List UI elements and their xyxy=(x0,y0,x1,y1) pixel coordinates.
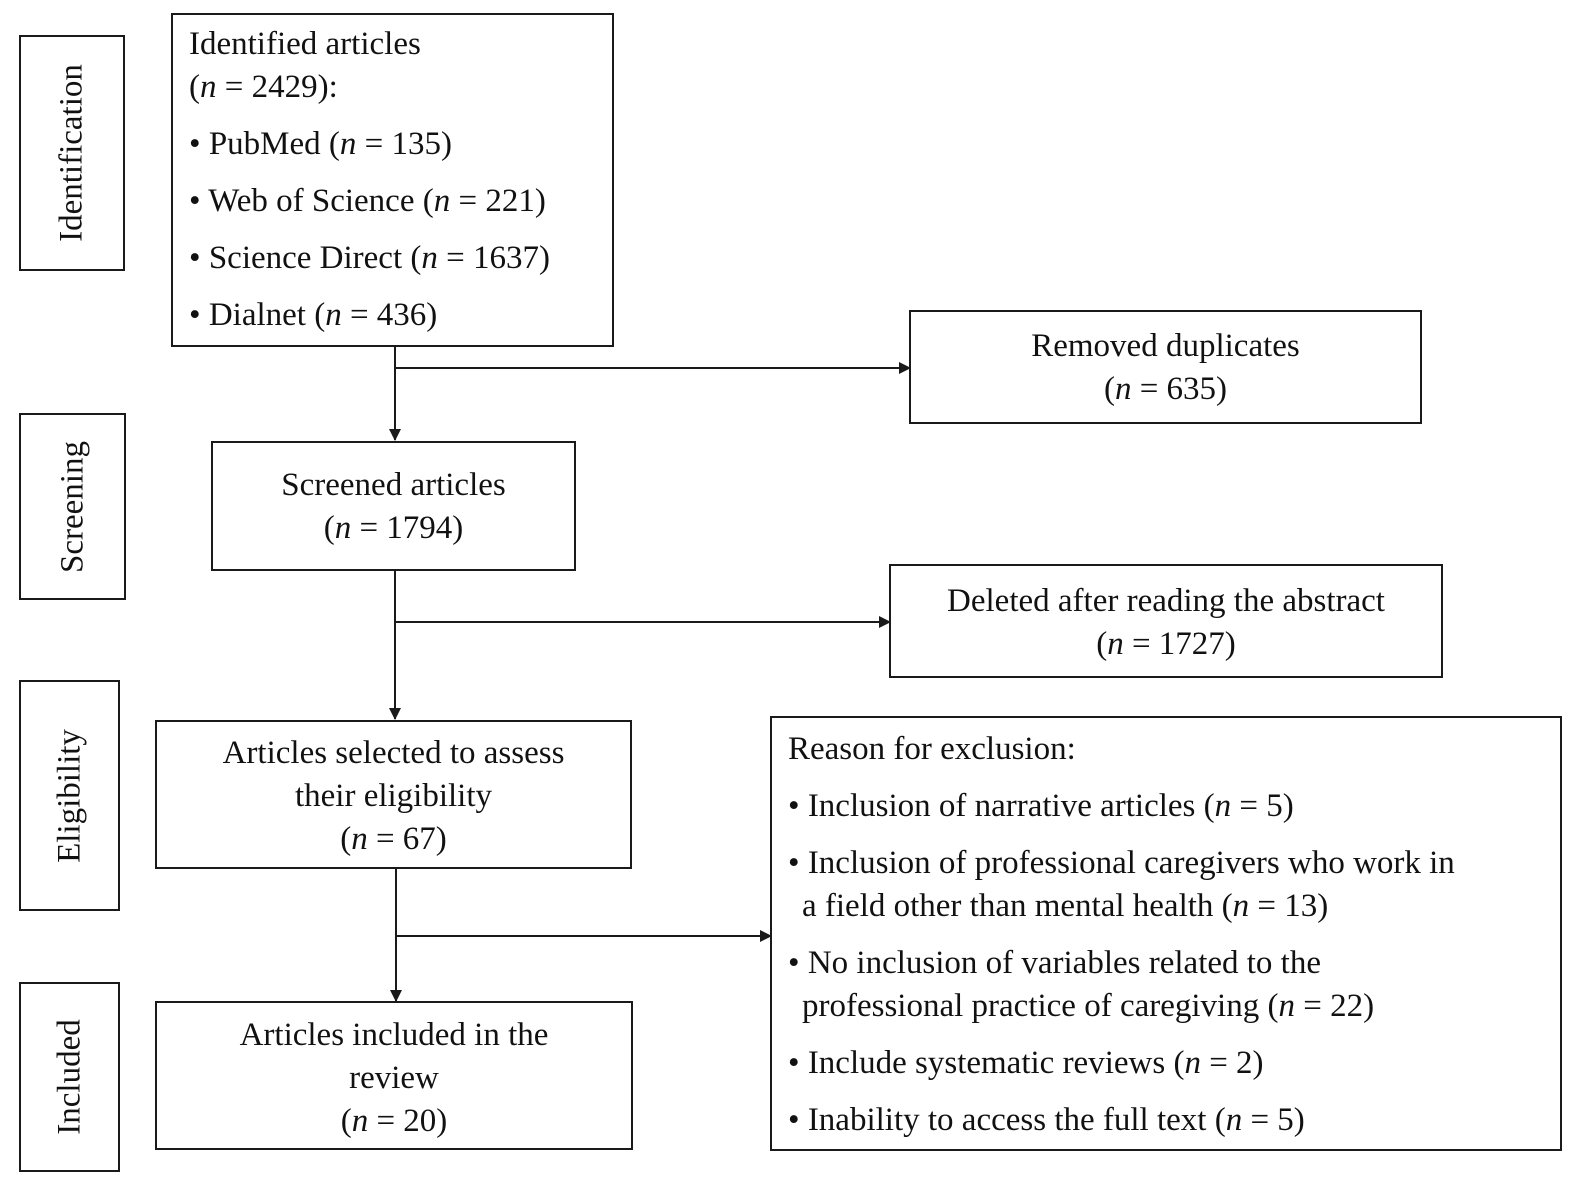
screened-articles-box: Screened articles (n = 1794) xyxy=(211,441,576,571)
source-dialnet: • Dialnet (n = 436) xyxy=(189,297,438,333)
removed-duplicates-box: Removed duplicates (n = 635) xyxy=(909,310,1422,424)
source-web-of-science: • Web of Science (n = 221) xyxy=(189,183,546,219)
eligibility-line2: their eligibility xyxy=(294,778,493,814)
exclusion-reason-narrative: • Inclusion of narrative articles (n = 5… xyxy=(788,788,1294,824)
eligibility-box: Articles selected to assess their eligib… xyxy=(155,720,632,869)
stage-included: Included xyxy=(19,982,120,1172)
eligibility-count: (n = 67) xyxy=(340,821,447,857)
removed-title: Removed duplicates xyxy=(1031,328,1300,364)
included-line2: review xyxy=(349,1060,439,1096)
screened-count: (n = 1794) xyxy=(323,510,464,546)
exclusion-reason-systematic-reviews: • Include systematic reviews (n = 2) xyxy=(788,1045,1264,1081)
stage-screening: Screening xyxy=(19,413,126,600)
included-box: Articles included in the review (n = 20) xyxy=(155,1001,633,1150)
exclusion-title: Reason for exclusion: xyxy=(788,731,1076,767)
stage-identification: Identification xyxy=(19,35,125,271)
identified-count: (n = 2429): xyxy=(189,69,338,105)
exclusion-reason-other-field: • Inclusion of professional caregivers w… xyxy=(788,845,1455,881)
identified-title: Identified articles xyxy=(189,26,421,62)
exclusion-reason-full-text: • Inability to access the full text (n =… xyxy=(788,1102,1305,1138)
source-pubmed: • PubMed (n = 135) xyxy=(189,126,453,162)
source-science-direct: • Science Direct (n = 1637) xyxy=(189,240,550,276)
removed-count: (n = 635) xyxy=(1103,371,1228,407)
eligibility-line1: Articles selected to assess xyxy=(222,735,565,771)
stage-label-identification: Identification xyxy=(53,64,90,242)
stage-label-screening: Screening xyxy=(54,440,90,573)
stage-eligibility: Eligibility xyxy=(19,680,120,911)
exclusion-reason-other-field-cont: a field other than mental health (n = 13… xyxy=(802,888,1329,924)
stage-label-included: Included xyxy=(51,1019,87,1135)
included-line1: Articles included in the xyxy=(239,1017,549,1053)
exclusion-reasons-box: Reason for exclusion: • Inclusion of nar… xyxy=(770,716,1562,1151)
included-count: (n = 20) xyxy=(340,1103,448,1139)
exclusion-reason-variables-cont: professional practice of caregiving (n =… xyxy=(802,988,1375,1024)
screened-title: Screened articles xyxy=(281,467,506,503)
identified-articles-box: Identified articles (n = 2429): • PubMed… xyxy=(171,13,614,347)
stage-label-eligibility: Eligibility xyxy=(51,728,87,863)
exclusion-reason-variables: • No inclusion of variables related to t… xyxy=(788,945,1321,981)
deleted-title: Deleted after reading the abstract xyxy=(947,583,1385,619)
deleted-count: (n = 1727) xyxy=(1096,626,1236,662)
deleted-abstract-box: Deleted after reading the abstract (n = … xyxy=(889,564,1443,678)
